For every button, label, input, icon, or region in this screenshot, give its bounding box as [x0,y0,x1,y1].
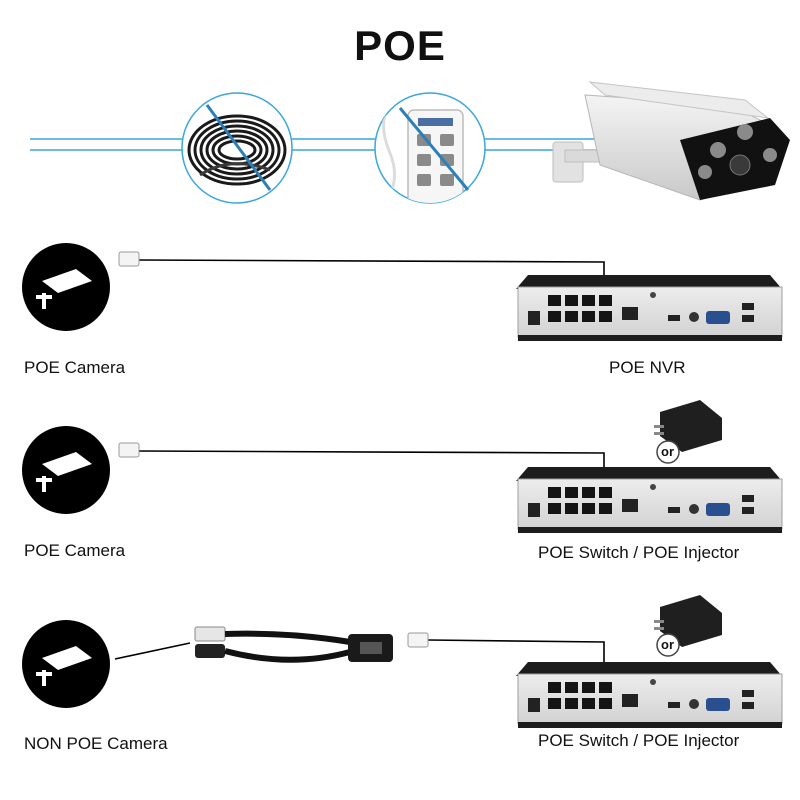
adapter-or-label-2: or [661,444,674,459]
page-title: POE [354,22,446,69]
camera-label-1: POE Camera [24,358,126,377]
power-adapter-icon [654,595,722,657]
adapter-or-label-3: or [661,637,674,652]
camera-badge-icon [22,426,110,514]
camera-badge-icon [22,620,110,708]
cable-coil-prohibited-icon [181,92,293,204]
rj45-plug-icon [407,632,429,648]
rj45-plug-icon [118,442,140,458]
camera-label-3: NON POE Camera [24,734,168,753]
nvr-device-icon [516,467,783,533]
poe-splitter-icon [194,626,393,663]
power-strip-prohibited-icon [374,92,486,204]
device-label-1: POE NVR [609,358,686,377]
rj45-plug-icon [118,251,140,267]
camera-label-2: POE Camera [24,541,126,560]
bullet-camera-image [552,81,790,201]
nvr-device-icon [516,662,783,728]
device-label-2: POE Switch / POE Injector [538,543,740,562]
camera-badge-icon [22,243,110,331]
accent-lines [30,138,600,151]
nvr-device-icon [516,275,783,341]
cable-row-3 [114,626,605,672]
device-label-3: POE Switch / POE Injector [538,731,740,750]
power-adapter-icon [654,400,722,464]
